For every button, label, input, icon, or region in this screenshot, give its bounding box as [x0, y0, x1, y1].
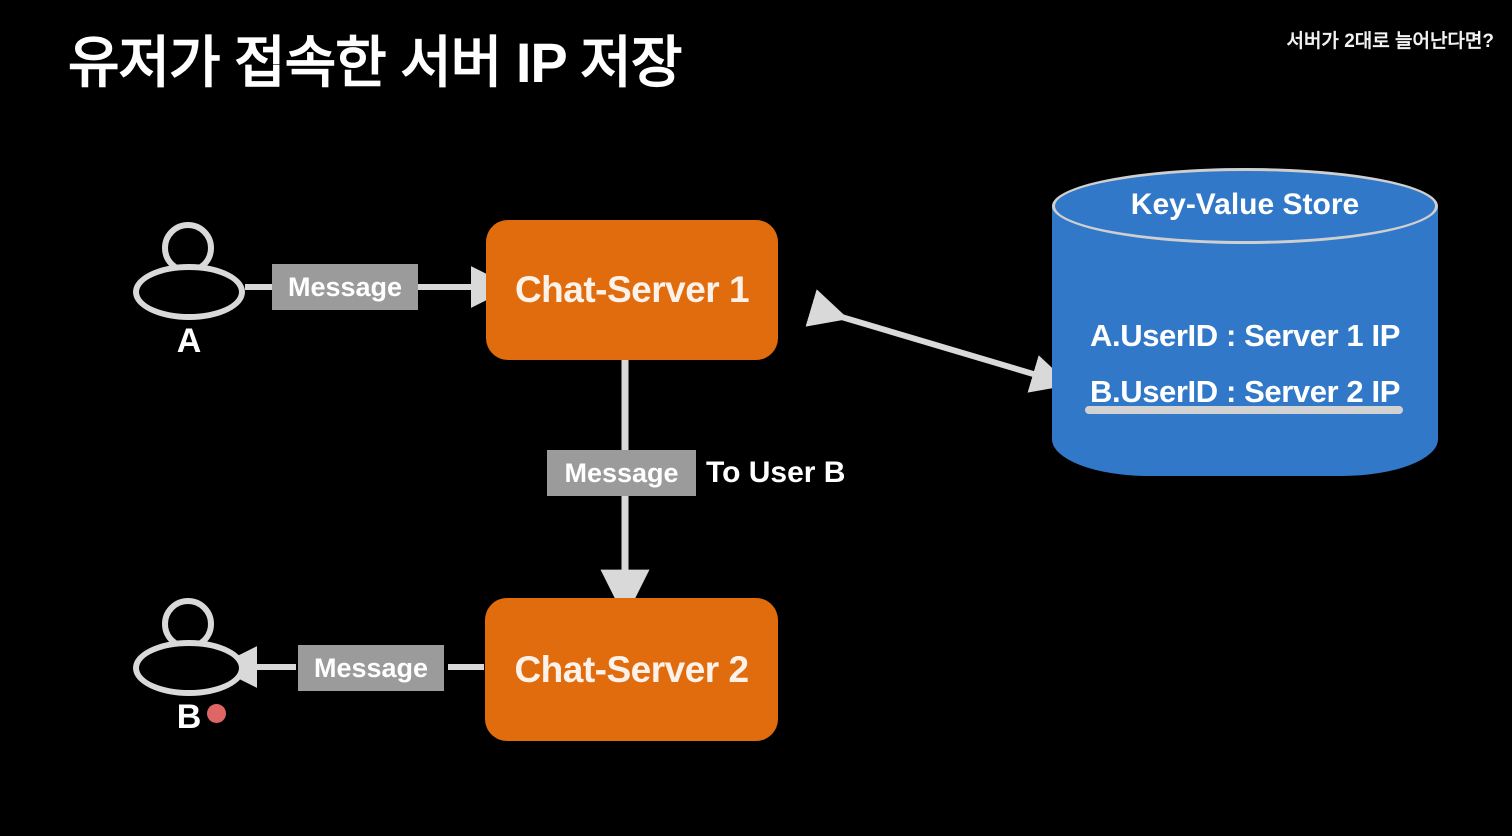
kv-entry-underline	[1085, 406, 1403, 414]
corner-note: 서버가 2대로 늘어난다면?	[1286, 31, 1494, 52]
user-b[interactable]: B	[133, 598, 251, 748]
user-a-label: A	[176, 322, 202, 360]
message-label-server2-to-b: Message	[298, 645, 444, 691]
message-label-a-to-server1: Message	[272, 264, 418, 310]
user-a[interactable]: A	[133, 222, 251, 372]
user-b-label: B	[176, 698, 202, 736]
kv-entry-b: B.UserID : Server 2 IP	[1090, 373, 1400, 409]
message-label-server1-to-server2: Message	[547, 450, 696, 496]
online-status-dot-icon	[207, 704, 226, 723]
kv-entry-a: A.UserID : Server 1 IP	[1090, 318, 1400, 353]
cylinder-body	[1052, 205, 1438, 439]
chat-server-2-node[interactable]: Chat-Server 2	[485, 598, 778, 741]
chat-server-1-node[interactable]: Chat-Server 1	[486, 220, 778, 360]
key-value-store-node[interactable]: Key-Value Store A.UserID : Server 1 IP B…	[1052, 168, 1438, 476]
user-body-icon	[133, 640, 245, 696]
key-value-store-title: Key-Value Store	[1130, 188, 1360, 221]
page-title: 유저가 접속한 서버 IP 저장	[68, 31, 682, 94]
chat-server-2-label: Chat-Server 2	[514, 648, 749, 690]
user-body-icon	[133, 264, 245, 320]
cylinder-top-ellipse	[1052, 168, 1438, 244]
arrow-server1-to-kvstore	[805, 289, 1071, 393]
message-destination-text: To User B	[706, 456, 846, 489]
key-value-store-rows: A.UserID : Server 1 IP B.UserID : Server…	[1052, 308, 1438, 420]
chat-server-1-label: Chat-Server 1	[514, 269, 750, 310]
